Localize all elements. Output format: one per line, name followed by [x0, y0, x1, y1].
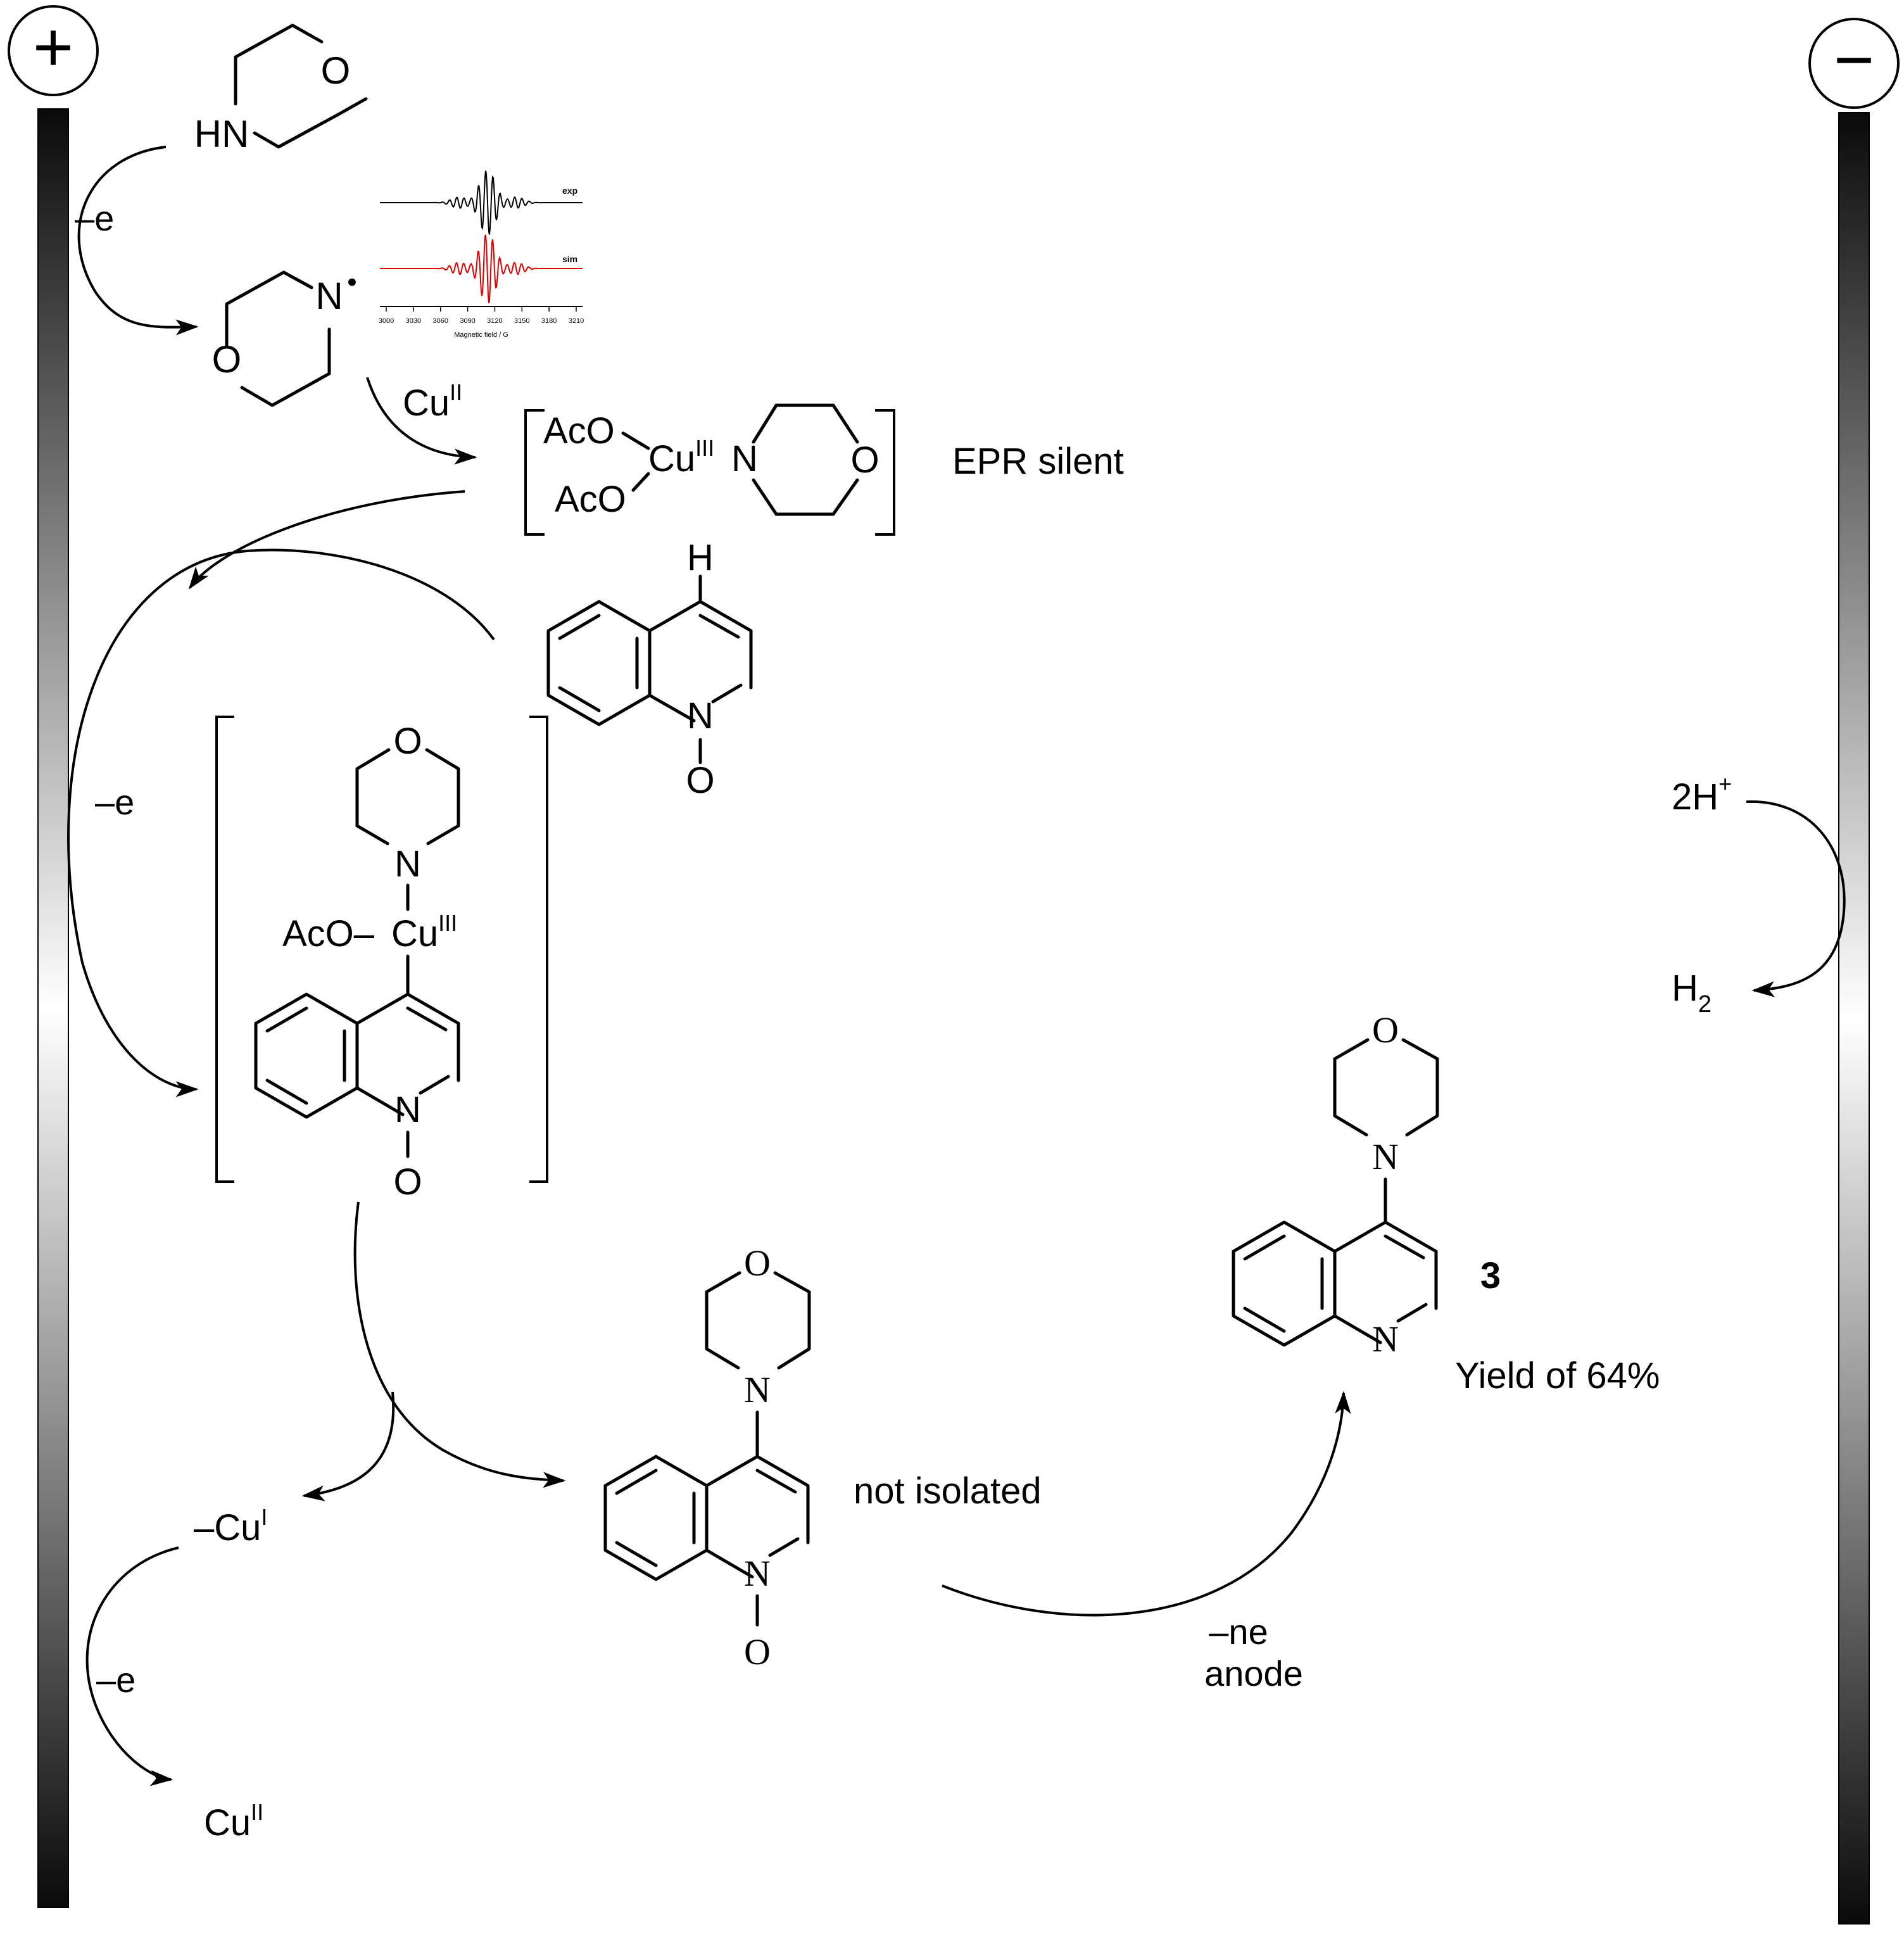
- radical-dot: •: [347, 267, 356, 298]
- epr-tick-label: 3000: [379, 317, 394, 325]
- atom-o: O: [321, 49, 351, 92]
- atom-o: O: [686, 760, 714, 801]
- quinoline-n-oxide: H N O: [546, 537, 753, 801]
- anode: +: [8, 5, 99, 1908]
- atom-n: N: [315, 275, 343, 317]
- proton-reduction-arrow: [1746, 800, 1846, 997]
- epr-x-ticks: 3000 3030 3060 3090 3120 3150 3180 3210: [379, 307, 584, 325]
- epr-tick-label: 3090: [460, 317, 475, 325]
- acetoxy-2: AcO: [555, 479, 626, 520]
- atom-h: H: [687, 537, 714, 578]
- epr-exp-label: exp: [562, 186, 577, 196]
- atom-o: O: [393, 721, 422, 762]
- morpholinyl-radical: N • O: [212, 267, 357, 407]
- cu-reoxidation-arrow: [85, 1546, 179, 1786]
- minus-e-label-2: –e: [95, 782, 134, 822]
- cu-ii-label: CuII: [403, 379, 462, 424]
- cu-i-label: –CuI: [194, 1504, 267, 1548]
- epr-experimental-trace: [380, 170, 583, 235]
- protons-label: 2H+: [1672, 771, 1732, 818]
- hydrogen-label: H2: [1672, 968, 1712, 1018]
- cu-ii-regenerated-label: CuII: [204, 1799, 263, 1843]
- epr-silent-label: EPR silent: [952, 441, 1124, 482]
- cu-addition-arrow: [366, 377, 477, 465]
- atom-n: N: [1372, 1318, 1399, 1360]
- cathode-plate: [1838, 112, 1870, 1925]
- not-isolated-label: not isolated: [854, 1470, 1042, 1512]
- cathode: −: [1808, 18, 1900, 1925]
- atom-hn: HN: [194, 113, 249, 155]
- anode-terminal: [8, 5, 99, 96]
- epr-tick-label: 3150: [514, 317, 529, 325]
- atom-n: N: [687, 695, 714, 736]
- atom-o: O: [850, 439, 879, 481]
- anode-label: anode: [1204, 1653, 1303, 1693]
- epr-tick-label: 3120: [487, 317, 502, 325]
- epr-x-axis-label: Magnetic field / G: [454, 331, 508, 339]
- atom-o: O: [1372, 1009, 1399, 1051]
- cu-iii-center: CuIII: [391, 910, 457, 954]
- atom-o: O: [744, 1242, 771, 1284]
- atom-o: O: [744, 1631, 771, 1672]
- atom-n: N: [744, 1369, 771, 1410]
- atom-o: O: [212, 338, 242, 381]
- minus-e-label-3: –e: [96, 1660, 136, 1700]
- atom-n: N: [394, 1089, 421, 1130]
- epr-tick-label: 3060: [432, 317, 448, 325]
- cathode-minus-sign: −: [1834, 21, 1874, 99]
- cu-iii-center: CuIII: [648, 435, 714, 479]
- anode-plus-sign: +: [33, 8, 73, 86]
- minus-ne-label: –ne: [1209, 1612, 1268, 1652]
- acetoxy-1: AcO: [543, 410, 615, 452]
- product-4-morpholinoquinoline: O N N: [1232, 1009, 1439, 1360]
- acetoxy-ligand: AcO–: [282, 913, 375, 954]
- cu-iii-aryl-complex: O N AcO– CuIII N O: [215, 716, 548, 1203]
- epr-sim-label: sim: [562, 254, 577, 264]
- oxidation-arrow-1: [77, 146, 199, 336]
- coordination-arrow: [188, 490, 465, 590]
- epr-tick-label: 3030: [406, 317, 421, 325]
- morpholino-quinoline-n-oxide: O N N O: [603, 1242, 811, 1672]
- epr-spectrum: exp sim 3000 3030 3060 3090 3120 3150 3180 3210…: [379, 170, 584, 339]
- atom-n: N: [744, 1553, 771, 1594]
- cu-i-release-arrow: [301, 1391, 395, 1501]
- oxidation-arc-2: [67, 548, 495, 1097]
- atom-o: O: [393, 1161, 422, 1203]
- yield-label: Yield of 64%: [1455, 1355, 1660, 1396]
- compound-number: 3: [1480, 1255, 1501, 1296]
- epr-tick-label: 3180: [541, 317, 557, 325]
- epr-tick-label: 3210: [569, 317, 584, 325]
- morpholine: O HN: [194, 23, 368, 155]
- cathode-terminal: [1808, 18, 1900, 109]
- atom-n: N: [1372, 1136, 1399, 1177]
- epr-simulated-trace: [380, 234, 583, 303]
- atom-n: N: [731, 438, 758, 479]
- deoxygenation-arrow: [942, 1391, 1351, 1617]
- cu-iii-amido-complex: AcO AcO CuIII N O: [524, 403, 895, 536]
- anode-plate: [37, 108, 69, 1908]
- reductive-elimination-arrow: [353, 1201, 566, 1488]
- atom-n: N: [394, 844, 421, 885]
